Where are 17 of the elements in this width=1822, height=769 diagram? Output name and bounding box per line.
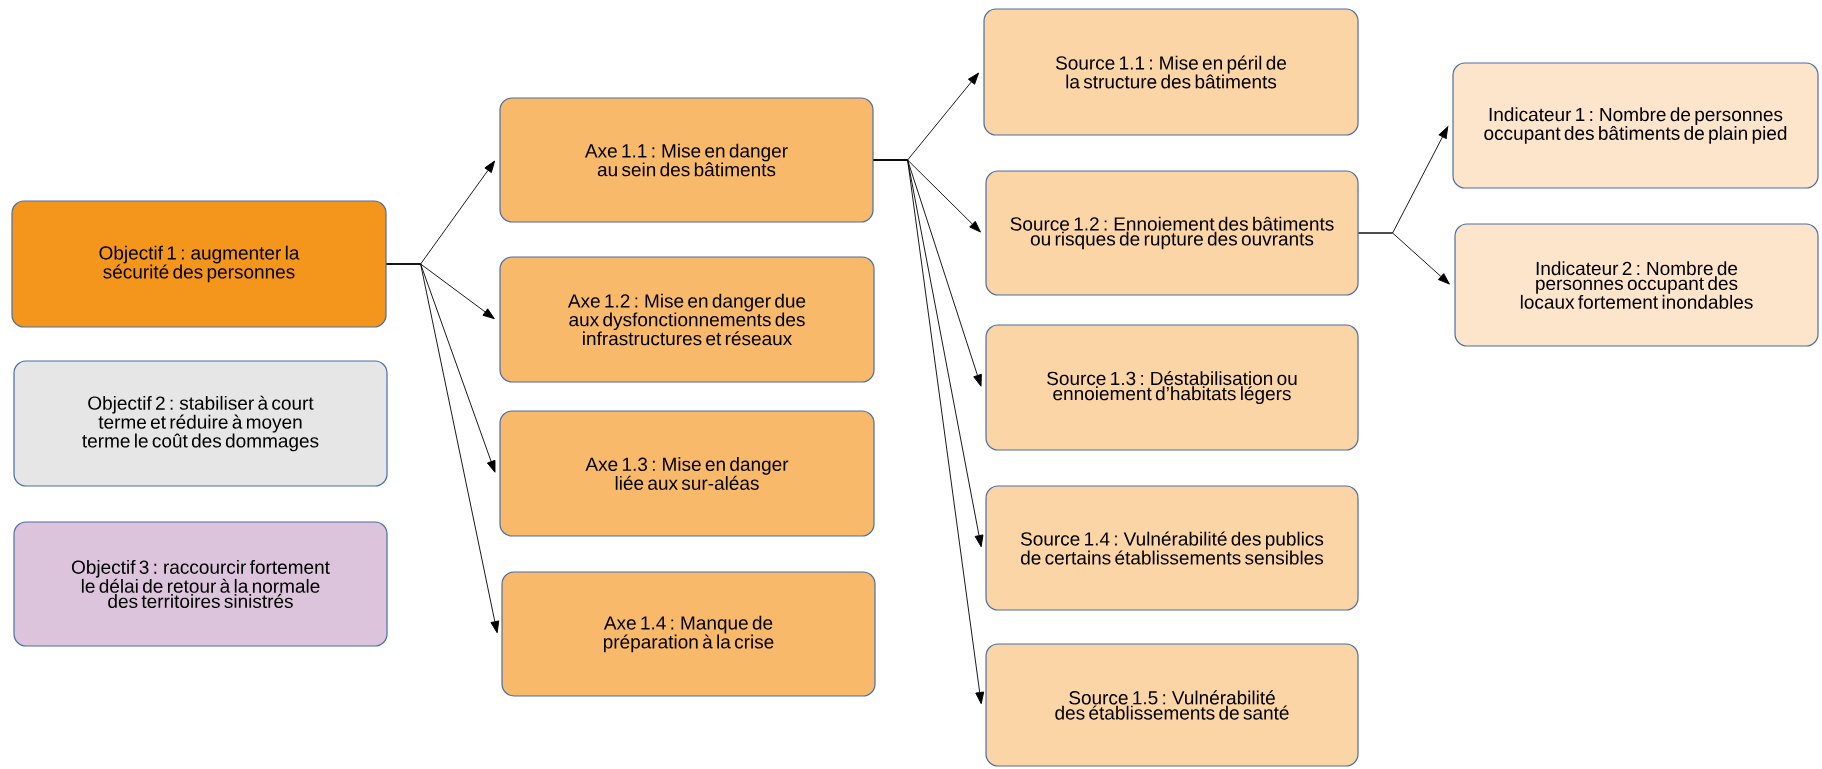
axis-box: Axe 1.2 : Mise en danger due aux dysfonctionnements des infrastructures et réseaux bbox=[499, 256, 875, 383]
arrow bbox=[386, 263, 500, 634]
objective-box: Objectif 2 : stabiliser à court terme et réduire à moyen terme le coût des dommages bbox=[13, 360, 388, 487]
source-box: Source 1.4 : Vulnérabilité des publics de certains établissements sensibles bbox=[985, 485, 1359, 611]
axis-box: Axe 1.3 : Mise en danger liée aux sur-aléas bbox=[499, 410, 875, 537]
objective-box: Objectif 3 : raccourcir fortement le délai de retour à la normale des territoires sinistrés bbox=[13, 521, 388, 647]
source-box: Source 1.5 : Vulnérabilité des établissements de santé bbox=[985, 643, 1359, 767]
source-box: Source 1.2 : Ennoiement des bâtiments ou risques de rupture des ouvrants bbox=[985, 170, 1359, 296]
axis-box: Axe 1.4 : Manque de préparation à la crise bbox=[501, 571, 876, 697]
indicator-box: Indicateur 2 : Nombre de personnes occupant des locaux fortement inondables bbox=[1454, 223, 1819, 347]
arrow bbox=[873, 159, 985, 705]
objective-box: Objectif 1 : augmenter la sécurité des personnes bbox=[11, 200, 387, 328]
arrow bbox=[1358, 232, 1450, 285]
source-box: Source 1.3 : Déstabilisation ou ennoiement d’habitats légers bbox=[985, 324, 1359, 451]
axis-box: Axe 1.1 : Mise en danger au sein des bâtiments bbox=[499, 97, 874, 223]
indicator-box: Indicateur 1 : Nombre de personnes occupant des bâtiments de plain pied bbox=[1452, 62, 1819, 189]
source-box: Source 1.1 : Mise en péril de la structure des bâtiments bbox=[983, 8, 1359, 136]
